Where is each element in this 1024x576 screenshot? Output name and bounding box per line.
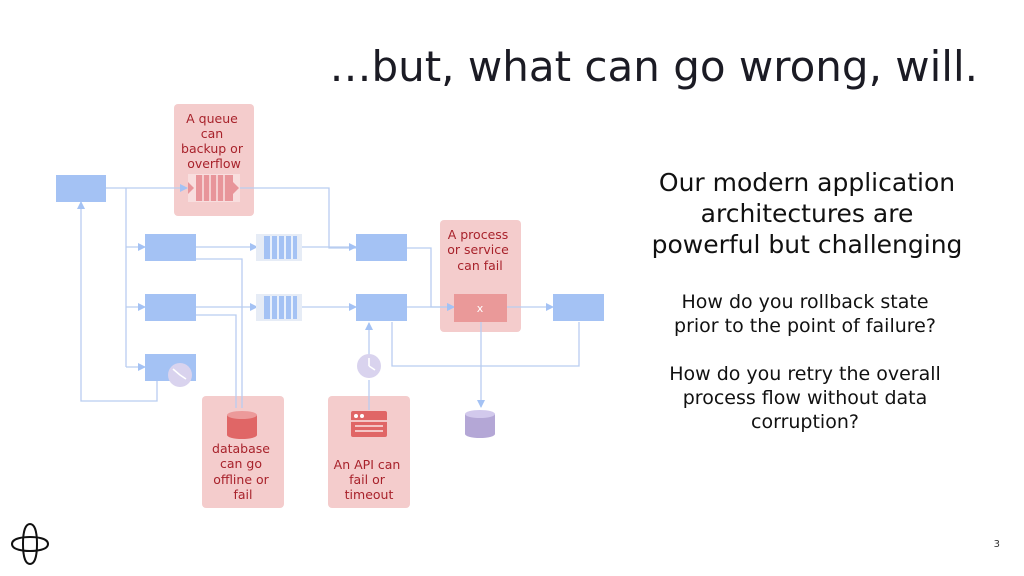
database-callout — [202, 396, 284, 508]
failed-process-box — [454, 294, 507, 322]
overflowing-queue-icon — [188, 174, 240, 202]
service-box — [145, 294, 196, 321]
slide-heading: Our modern application architectures are… — [651, 168, 963, 259]
database-icon — [465, 410, 495, 438]
connectors — [77, 184, 580, 410]
service-box — [553, 294, 604, 321]
api-icon — [351, 411, 387, 437]
queue-icon — [256, 294, 302, 321]
page-number: 3 — [993, 539, 1000, 550]
queue-callout-label: A queue can backup or overflow — [181, 111, 247, 171]
database-icon — [227, 411, 257, 439]
clock-icon — [357, 354, 381, 378]
clock-icon — [168, 363, 192, 387]
api-callout — [328, 396, 410, 508]
question-rollback: How do you rollback state prior to the p… — [674, 291, 936, 337]
process-callout-label: A process or service can fail — [447, 227, 513, 273]
service-boxes — [56, 175, 604, 381]
failed-marker: x — [477, 302, 484, 315]
service-box — [356, 234, 407, 261]
service-box — [56, 175, 106, 202]
service-box — [145, 234, 196, 261]
queue-icon — [256, 234, 302, 261]
question-retry: How do you retry the overall process flo… — [669, 363, 941, 433]
service-box — [356, 294, 407, 321]
api-callout-label: An API can fail or timeout — [334, 457, 405, 502]
temporal-logo-icon — [11, 522, 49, 566]
database-callout-label: database can go offline or fail — [212, 441, 274, 502]
slide-title: …but, what can go wrong, will. — [329, 42, 978, 91]
